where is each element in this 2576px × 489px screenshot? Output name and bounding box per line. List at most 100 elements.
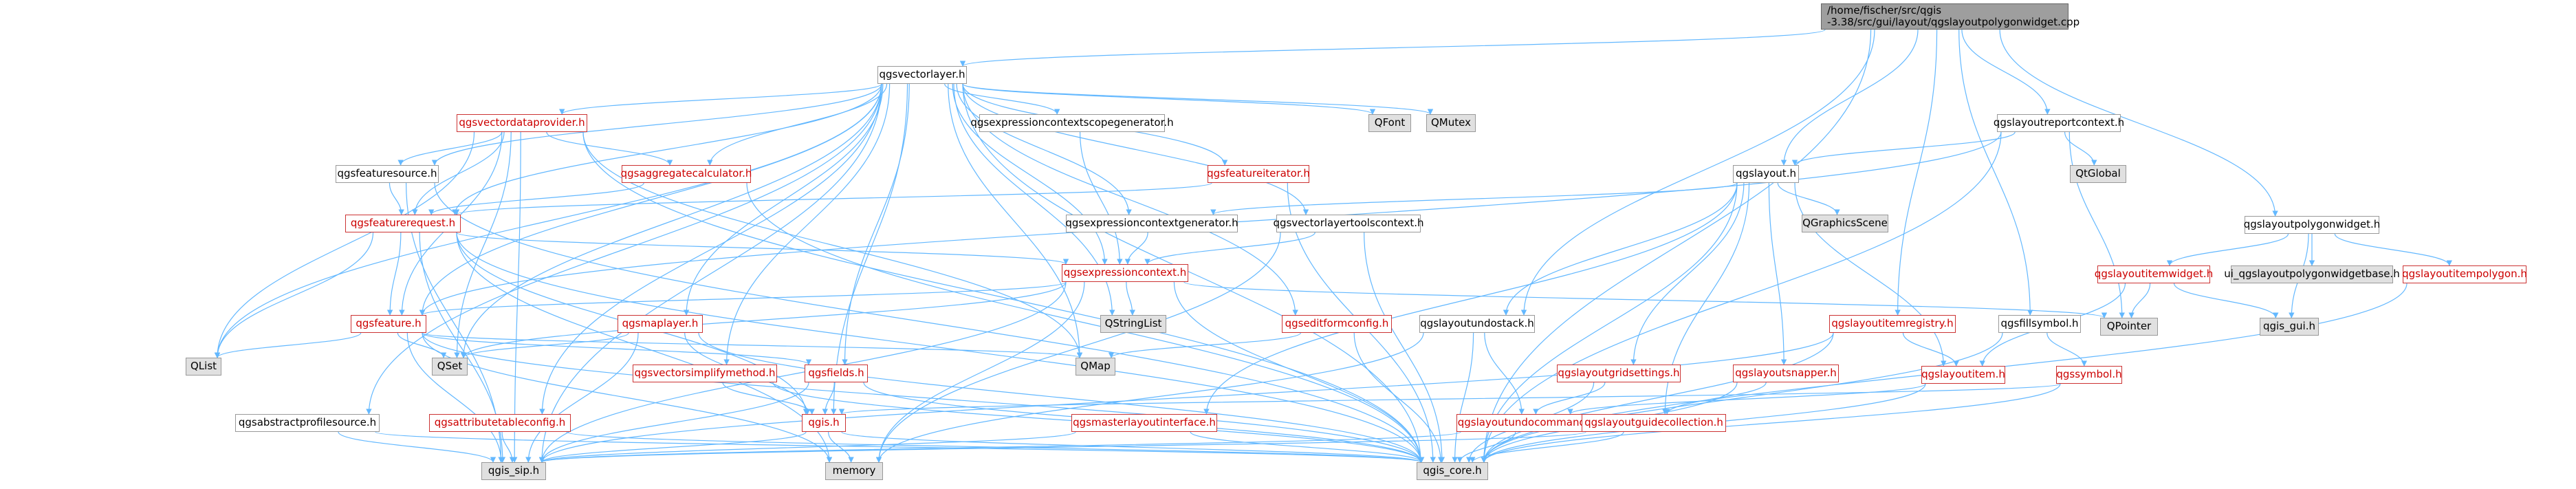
node-qgsaggregatecalculator[interactable]: qgsaggregatecalculator.h — [621, 165, 752, 183]
edge-qgis-to-memory — [828, 431, 854, 463]
edge-qgsfeature-to-qgsfields — [422, 332, 811, 365]
edge-qgslayoutundostack-to-memory — [875, 332, 1424, 463]
node-label: qgsfeature.h — [356, 317, 422, 330]
node-ui-qgslayoutpolygonwidgetbase[interactable]: ui_qgslayoutpolygonwidgetbase.h — [2224, 265, 2400, 283]
node-root[interactable]: /home/fischer/src/qgis-3.38/src/gui/layo… — [1821, 3, 2080, 30]
edge-root-to-qgsfillsymbol — [1958, 29, 2033, 316]
node-qgslayoutitemregistry[interactable]: qgslayoutitemregistry.h — [1829, 315, 1956, 333]
node-qgis[interactable]: qgis.h — [802, 414, 846, 432]
node-qpointer[interactable]: QPointer — [2100, 318, 2158, 336]
edge-qgsfeature-to-qset — [397, 332, 447, 358]
node-label: qgslayout.h — [1736, 167, 1796, 180]
edge-qgslayout-to-qgsmasterlayoutinterface — [1203, 182, 1738, 415]
node-label: qgsfeaturerequest.h — [350, 217, 456, 230]
edge-qgsvectordataprovider-to-qlist — [214, 131, 475, 358]
node-qlist[interactable]: QList — [186, 358, 221, 376]
node-qgsfeatureiterator[interactable]: qgsfeatureiterator.h — [1207, 165, 1310, 183]
node-label: qgsvectordataprovider.h — [459, 116, 585, 129]
node-label: qgslayoutreportcontext.h — [1993, 116, 2125, 129]
edge-qgslayoutpolygonwidget-to-qgslayoutitemwidget — [2166, 233, 2289, 266]
edge-qgslayoutitem-to-qgslayoutundocommand — [1567, 383, 1926, 415]
node-qgslayoutpolygonwidget[interactable]: qgslayoutpolygonwidget.h — [2244, 216, 2380, 234]
node-qgis-sip[interactable]: qgis_sip.h — [481, 462, 546, 480]
node-qfont[interactable]: QFont — [1368, 114, 1411, 132]
edge-qgslayoutundostack-to-qgslayoutundocommand — [1484, 332, 1525, 415]
node-label: qgsfeaturesource.h — [337, 167, 437, 180]
node-qgsabstractprofilesource[interactable]: qgsabstractprofilesource.h — [235, 414, 380, 432]
edge-qgslayoutguidecollection-to-qgis_core — [1470, 431, 1624, 463]
edge-qgsvectordataprovider-to-qgis_sip — [512, 131, 521, 463]
node-qgis-gui[interactable]: qgis_gui.h — [2260, 318, 2319, 336]
node-label: qgslayoutguidecollection.h — [1584, 416, 1723, 429]
node-qgsfillsymbol[interactable]: qgsfillsymbol.h — [1998, 315, 2081, 333]
node-qgsexpressioncontextgenerator[interactable]: qgsexpressioncontextgenerator.h — [1065, 215, 1238, 232]
edge-qgsvectorlayer-to-qgsvectordataprovider — [559, 83, 882, 115]
node-qgslayoutitempolygon[interactable]: qgslayoutitempolygon.h — [2402, 265, 2527, 283]
node-qgslayout[interactable]: qgslayout.h — [1733, 165, 1799, 183]
edge-qgslayout-to-qgraphicsscene — [1777, 182, 1840, 215]
node-qgslayoutgridsettings[interactable]: qgslayoutgridsettings.h — [1557, 365, 1681, 382]
node-qgsexpressioncontextscopegenerator[interactable]: qgsexpressioncontextscopegenerator.h — [970, 114, 1174, 132]
node-label: -3.38/src/gui/layout/qgslayoutpolygonwid… — [1827, 16, 2080, 28]
node-qmap[interactable]: QMap — [1076, 358, 1115, 376]
node-qgsvectorsimplifymethod[interactable]: qgsvectorsimplifymethod.h — [633, 365, 777, 382]
edge-qgsfeature-to-memory — [422, 332, 833, 463]
node-qgraphicsscene[interactable]: QGraphicsScene — [1802, 215, 1888, 232]
node-label: qgis_sip.h — [488, 464, 540, 477]
node-qgsmasterlayoutinterface[interactable]: qgsmasterlayoutinterface.h — [1071, 414, 1217, 432]
node-qgssymbol[interactable]: qgssymbol.h — [2056, 366, 2122, 384]
node-qstringlist[interactable]: QStringList — [1100, 315, 1166, 333]
node-label: qgslayoutitemwidget.h — [2094, 268, 2214, 281]
edge-qgslayoutreportcontext-to-qgslayout — [1791, 131, 2016, 166]
node-qgsfeature[interactable]: qgsfeature.h — [351, 315, 426, 333]
node-qgslayoutreportcontext[interactable]: qgslayoutreportcontext.h — [1993, 114, 2125, 132]
edge-qgsvectorlayer-to-qgsattributetableconfig — [539, 83, 882, 415]
edge-qgslayoutundostack-to-qgis_core — [1452, 332, 1474, 463]
node-label: QSet — [437, 360, 463, 373]
edge-root-to-qgslayout — [1780, 29, 1919, 166]
node-label: qgis_core.h — [1423, 464, 1482, 477]
node-qgis-core[interactable]: qgis_core.h — [1417, 462, 1488, 480]
node-label: qgslayoutsnapper.h — [1735, 367, 1837, 380]
edge-qgsvectorlayer-to-qmutex — [962, 83, 1433, 115]
node-qgslayoutitemwidget[interactable]: qgslayoutitemwidget.h — [2094, 265, 2214, 283]
node-qgsfeaturesource[interactable]: qgsfeaturesource.h — [336, 165, 439, 183]
node-qgslayoutsnapper[interactable]: qgslayoutsnapper.h — [1733, 365, 1839, 382]
edge-qgsexpressioncontext-to-qset — [460, 281, 1067, 358]
edge-root-to-qgsvectorlayer — [960, 29, 1826, 67]
node-qgsfeaturerequest[interactable]: qgsfeaturerequest.h — [345, 215, 461, 232]
edge-qgsexpressioncontext-to-memory — [875, 281, 1085, 463]
edge-qgsfeature-to-qgis_core — [422, 332, 1424, 463]
node-qgsmaplayer[interactable]: qgsmaplayer.h — [618, 315, 703, 333]
node-qgsvectorlayertoolscontext[interactable]: qgsvectorlayertoolscontext.h — [1273, 215, 1424, 232]
node-qgsattributetableconfig[interactable]: qgsattributetableconfig.h — [429, 414, 571, 432]
edge-qgssymbol-to-qgis_core — [1481, 383, 2061, 463]
edge-qgsvectorlayer-to-qgsvectorsimplifymethod — [723, 83, 891, 365]
edge-qgsaggregatecalculator-to-qgsfeaturerequest — [428, 182, 644, 215]
edge-qgsmasterlayoutinterface-to-qgis_core — [1190, 431, 1425, 463]
edge-qgsfeature-to-qmap — [422, 332, 1082, 358]
node-qgslayoutitem[interactable]: qgslayoutitem.h — [1921, 366, 2005, 384]
node-label: QtGlobal — [2075, 167, 2121, 180]
edge-qgsabstractprofilesource-to-qgis_core — [375, 431, 1423, 463]
edge-qgslayoutgridsettings-to-qgslayoutundocommand — [1533, 382, 1606, 415]
edge-qgsfeaturerequest-to-qgsfeature — [386, 232, 402, 316]
node-memory[interactable]: memory — [825, 462, 883, 480]
edge-qgsvectorsimplifymethod-to-qgis — [722, 382, 815, 415]
node-qmutex[interactable]: QMutex — [1426, 114, 1476, 132]
node-qgseditformconfig[interactable]: qgseditformconfig.h — [1282, 315, 1392, 333]
node-qgsfields[interactable]: qgsfields.h — [805, 365, 868, 382]
edge-qgsfeaturesource-to-qgis_core — [434, 182, 1424, 463]
node-qgsexpressioncontext[interactable]: qgsexpressioncontext.h — [1062, 264, 1188, 282]
node-qgsvectordataprovider[interactable]: qgsvectordataprovider.h — [457, 114, 587, 132]
node-label: QFont — [1374, 116, 1406, 129]
edge-qgsfeaturerequest-to-qlist — [214, 232, 374, 358]
node-qtglobal[interactable]: QtGlobal — [2070, 165, 2126, 183]
node-qgslayoutundostack[interactable]: qgslayoutundostack.h — [1419, 315, 1535, 333]
edge-qgsfields-to-qgis_sip — [538, 382, 809, 463]
node-qgslayoutundocommand[interactable]: qgslayoutundocommand.h — [1456, 414, 1597, 432]
node-qgsvectorlayer[interactable]: qgsvectorlayer.h — [877, 66, 967, 84]
node-qset[interactable]: QSet — [432, 358, 468, 376]
node-qgslayoutguidecollection[interactable]: qgslayoutguidecollection.h — [1582, 414, 1726, 432]
